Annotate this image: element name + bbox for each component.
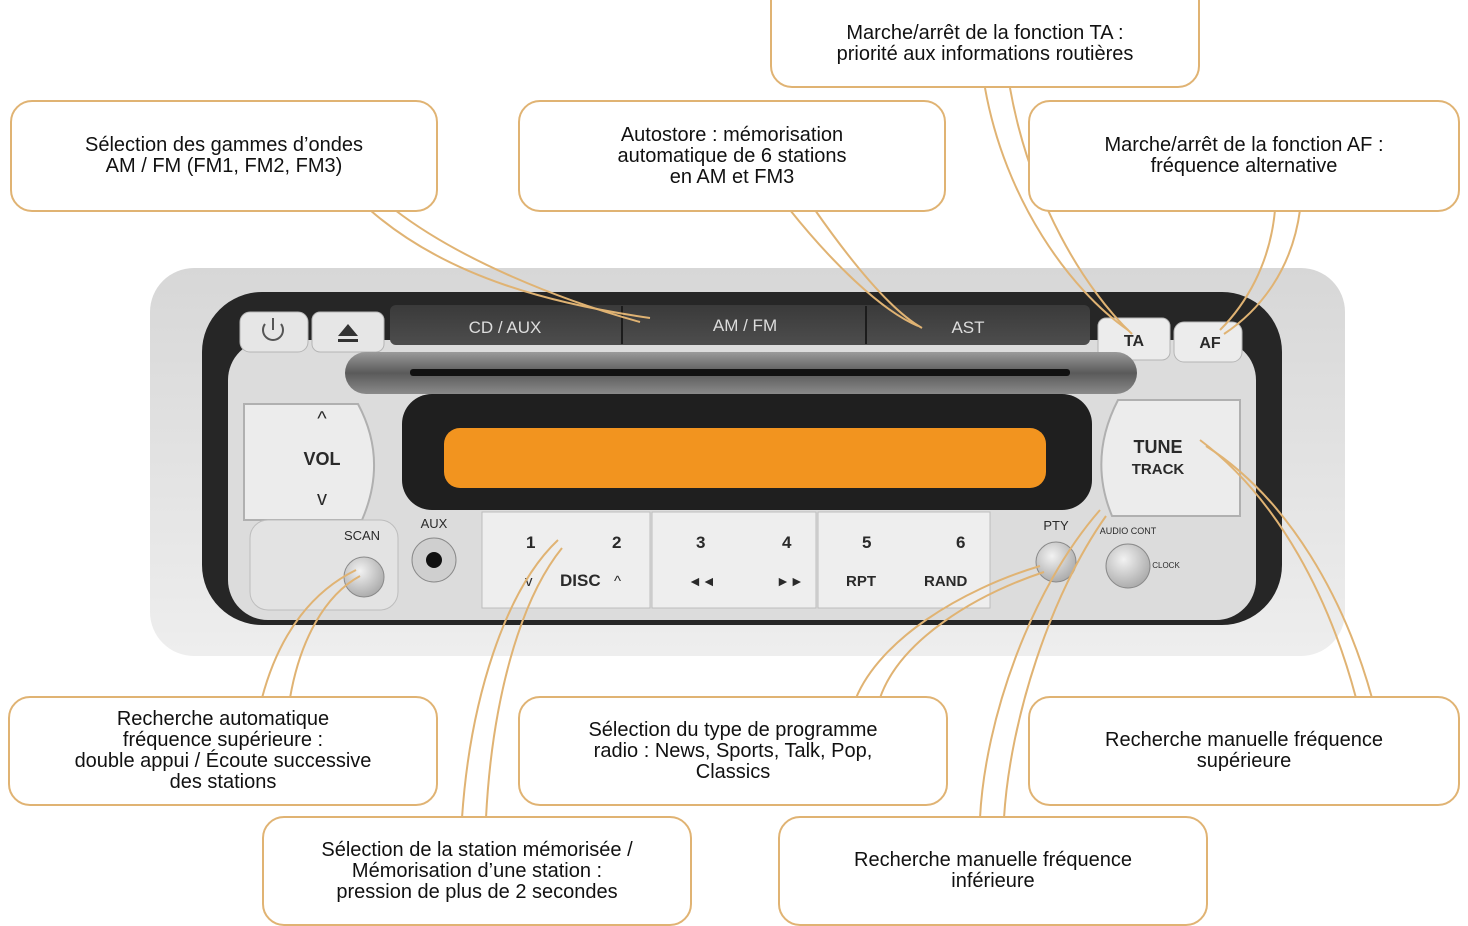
am-fm-label: AM / FM [713, 316, 777, 335]
preset-1-sub: v [525, 573, 533, 590]
track-label: TRACK [1132, 461, 1185, 478]
leader-presets [461, 539, 559, 819]
vol-up-icon: ^ [317, 408, 327, 430]
preset-1-number: 1 [526, 533, 535, 552]
callout-autostore: Autostore : mémorisation automatique de … [518, 100, 946, 212]
af-button[interactable] [1173, 321, 1243, 363]
leader-af-2 [1219, 209, 1276, 331]
callout-scan-text: Recherche automatique fréquence supérieu… [74, 708, 372, 793]
vol-down-icon: v [317, 488, 327, 510]
ta-label: TA [1124, 333, 1145, 350]
preset-6-number: 6 [956, 533, 965, 552]
aux-label: AUX [421, 516, 448, 531]
callout-band: Sélection des gammes d’ondes AM / FM (FM… [10, 100, 438, 212]
tune-rocker[interactable] [1100, 399, 1241, 517]
callout-tune-up: Recherche manuelle fréquence supérieure [1028, 696, 1460, 806]
callout-scan: Recherche automatique fréquence supérieu… [8, 696, 438, 806]
leader-pty [855, 565, 1041, 699]
display-screen [444, 428, 1046, 488]
leader-scan [261, 569, 357, 699]
callout-leader-lines [261, 87, 1373, 819]
callout-presets: Sélection de la station mémorisée / Mémo… [262, 816, 692, 926]
vol-label: VOL [303, 449, 340, 469]
preset-buttons-3-4[interactable] [651, 511, 817, 609]
callout-ta: Marche/arrêt de la fonction TA : priorit… [770, 0, 1200, 88]
callout-af-text: Marche/arrêt de la fonction AF : fréquen… [1104, 134, 1384, 177]
leader-autostore-2 [814, 209, 923, 329]
preset-buttons-5-6[interactable] [817, 511, 991, 609]
callout-presets-text: Sélection de la station mémorisée / Mémo… [321, 838, 633, 903]
callout-pty-text: Sélection du type de programme radio : N… [588, 718, 878, 783]
callout-pty: Sélection du type de programme radio : N… [518, 696, 948, 806]
scan-knob[interactable] [343, 556, 385, 598]
clock-label: CLOCK [1152, 561, 1180, 570]
top-button-strip [390, 305, 1090, 345]
callout-tune-up-text: Recherche manuelle fréquence supérieure [1105, 729, 1383, 772]
disc-label: DISC [560, 571, 601, 590]
ast-label: AST [951, 318, 984, 337]
af-label: AF [1199, 335, 1221, 352]
preset-3-sub: ◄◄ [688, 573, 716, 589]
preset-buttons-1-2[interactable] [481, 511, 651, 609]
leader-band-2 [394, 209, 641, 323]
tune-label: TUNE [1134, 437, 1183, 457]
audio-knob[interactable] [1105, 543, 1151, 589]
power-icon [262, 318, 284, 341]
pty-label: PTY [1043, 518, 1069, 533]
leader-ta [984, 87, 1129, 331]
ta-button[interactable] [1097, 317, 1171, 361]
leader-tune-up [1199, 439, 1357, 699]
preset-2-sub: ^ [614, 573, 621, 590]
preset-5-number: 5 [862, 533, 871, 552]
audio-cont-label: AUDIO CONT [1100, 526, 1157, 536]
callout-band-text: Sélection des gammes d’ondes AM / FM (FM… [85, 134, 363, 177]
leader-autostore [789, 209, 919, 327]
cd-aux-label: CD / AUX [469, 318, 542, 337]
callout-tune-down-text: Recherche manuelle fréquence inférieure [854, 849, 1132, 892]
callout-autostore-text: Autostore : mémorisation automatique de … [617, 123, 847, 188]
preset-3-number: 3 [696, 533, 705, 552]
leader-tune-down-2 [1003, 515, 1107, 819]
leader-ta-2 [1009, 87, 1133, 335]
eject-icon [338, 324, 358, 342]
callout-ta-text: Marche/arrêt de la fonction TA : priorit… [836, 22, 1134, 65]
pty-knob[interactable] [1035, 541, 1077, 583]
preset-4-number: 4 [782, 533, 792, 552]
leader-scan-2 [289, 575, 361, 699]
cd-slot [410, 369, 1070, 376]
preset-4-sub: ►► [776, 573, 804, 589]
leader-tune-up-2 [1205, 445, 1373, 699]
scan-label: SCAN [344, 528, 380, 543]
callout-af: Marche/arrêt de la fonction AF : fréquen… [1028, 100, 1460, 212]
preset-2-number: 2 [612, 533, 621, 552]
preset-5-sub: RPT [846, 573, 876, 590]
power-button[interactable] [239, 311, 309, 353]
leader-band [369, 209, 651, 319]
leader-pty-2 [879, 571, 1045, 699]
leader-tune-down [979, 509, 1101, 819]
leader-presets-2 [485, 547, 563, 819]
preset-6-sub: RAND [924, 573, 967, 590]
callout-tune-down: Recherche manuelle fréquence inférieure [778, 816, 1208, 926]
leader-af [1223, 209, 1301, 335]
